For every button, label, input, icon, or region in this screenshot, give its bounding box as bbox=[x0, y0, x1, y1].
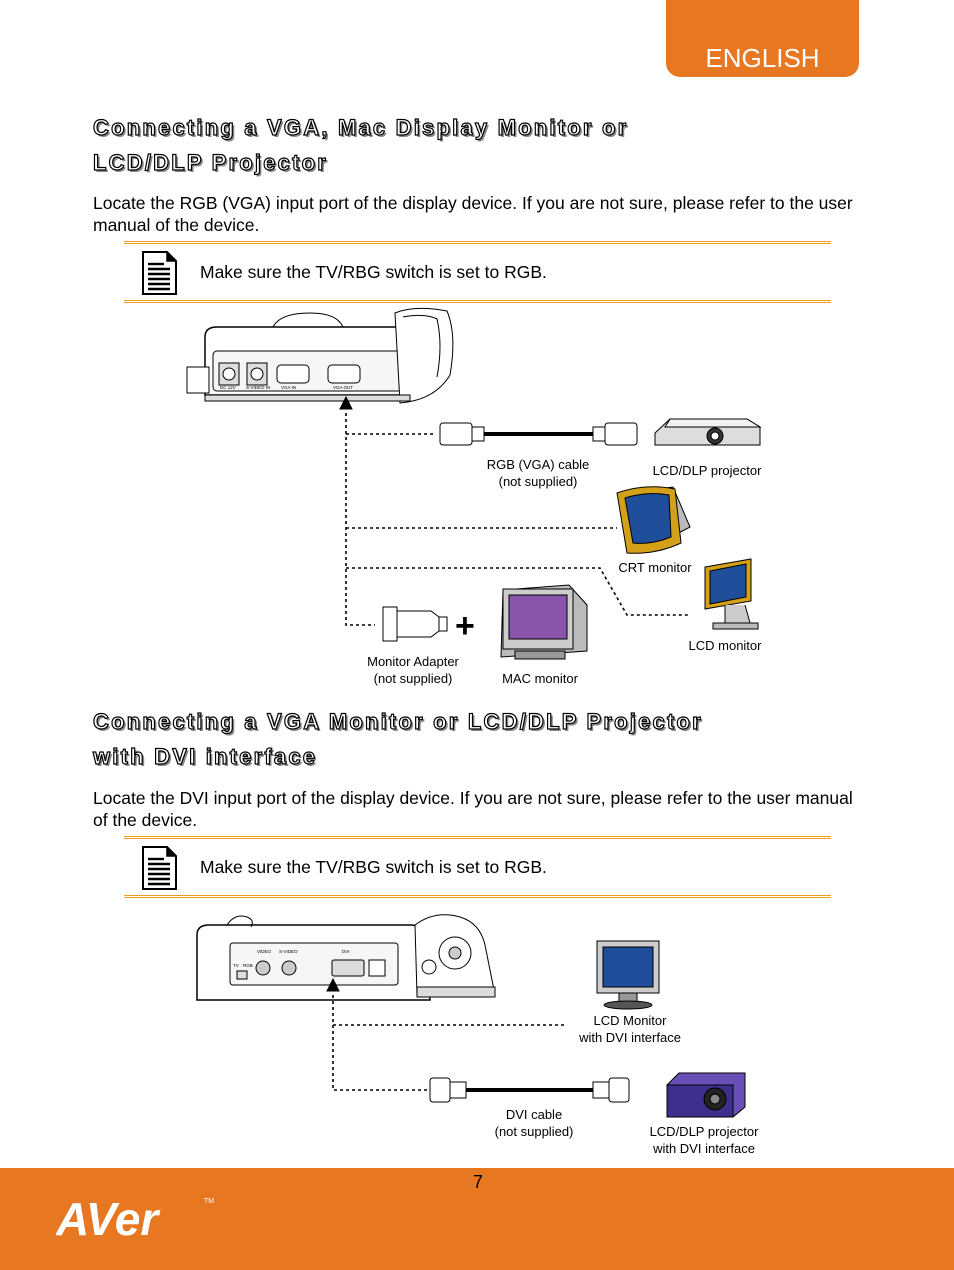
footer-bar bbox=[0, 1168, 954, 1270]
section1-body: Locate the RGB (VGA) input port of the d… bbox=[93, 193, 853, 235]
crt-monitor-icon bbox=[616, 486, 691, 554]
section1-title-line1: Connecting a VGA, Mac Display Monitor or bbox=[92, 114, 629, 140]
dvi-cable-label-line1: DVI cable bbox=[505, 1107, 563, 1122]
rgb-cable-label-line2: (not supplied) bbox=[498, 474, 578, 489]
mac-monitor-icon bbox=[500, 584, 588, 660]
rgb-cable-label-line1: RGB (VGA) cable bbox=[486, 457, 590, 472]
dvi-port-label-tv: TV bbox=[233, 963, 239, 968]
section1-note-text: Make sure the TV/RBG switch is set to RG… bbox=[200, 262, 547, 282]
language-tab-label: ENGLISH bbox=[705, 43, 820, 73]
port-label-vga-in: VGA IN bbox=[281, 385, 296, 390]
lcd-monitor-icon bbox=[704, 558, 759, 630]
dvi-projector-label-line2: with DVI interface bbox=[653, 1141, 755, 1156]
lcd-monitor-label: LCD monitor bbox=[688, 638, 762, 653]
port-label-vga-out: VGA OUT bbox=[333, 385, 353, 390]
dvi-connection-diagram: VIDEO S-VIDEO DVI TV RGB bbox=[196, 914, 746, 1118]
dvi-cable-label-line2: (not supplied) bbox=[494, 1124, 574, 1139]
plus-sign: + bbox=[455, 607, 475, 645]
section1-note: Make sure the TV/RBG switch is set to RG… bbox=[124, 241, 831, 303]
dvi-connection-lines bbox=[332, 995, 565, 1091]
adapter-label-line2: (not supplied) bbox=[373, 671, 453, 686]
dvi-projector-label-line1: LCD/DLP projector bbox=[649, 1124, 759, 1139]
adapter-label-line1: Monitor Adapter bbox=[367, 654, 459, 669]
lcd-dvi-monitor-label-line2: with DVI interface bbox=[579, 1030, 681, 1045]
dvi-port-label-svideo: S-VIDEO bbox=[279, 949, 298, 954]
section1-title: Connecting a VGA, Mac Display Monitor or… bbox=[92, 110, 873, 180]
language-tab: ENGLISH bbox=[666, 0, 859, 77]
dvi-port-label-video: VIDEO bbox=[257, 949, 272, 954]
lcd-dvi-monitor-icon bbox=[596, 940, 660, 1010]
projector-label: LCD/DLP projector bbox=[652, 463, 762, 478]
dvi-cable-icon bbox=[429, 1077, 630, 1103]
section2-title-line1: Connecting a VGA Monitor or LCD/DLP Proj… bbox=[92, 708, 703, 734]
visualizer-back-panel bbox=[186, 307, 454, 410]
crt-monitor-label: CRT monitor bbox=[618, 560, 692, 575]
monitor-adapter-label: Monitor Adapter (not supplied) bbox=[353, 653, 473, 687]
dvi-port-label-rgb: RGB bbox=[243, 963, 253, 968]
note-document-icon bbox=[142, 251, 177, 295]
mac-monitor-label: MAC monitor bbox=[502, 671, 578, 686]
dvi-cable-label: DVI cable (not supplied) bbox=[474, 1106, 594, 1140]
section2-note-text: Make sure the TV/RBG switch is set to RG… bbox=[200, 857, 547, 877]
note-document-icon bbox=[142, 846, 177, 890]
section2-note: Make sure the TV/RBG switch is set to RG… bbox=[124, 836, 831, 898]
lcd-dlp-projector-icon bbox=[654, 418, 762, 446]
visualizer-side-panel bbox=[196, 914, 496, 1001]
trademark-mark: TM bbox=[204, 1198, 214, 1205]
dvi-port-label-dvi: DVI bbox=[342, 949, 350, 954]
port-label-dc: DC 12V bbox=[220, 385, 236, 390]
lcd-dvi-monitor-label-line1: LCD Monitor bbox=[593, 1013, 667, 1028]
dvi-projector-label: LCD/DLP projector with DVI interface bbox=[634, 1123, 774, 1157]
section2-title: Connecting a VGA Monitor or LCD/DLP Proj… bbox=[92, 704, 873, 774]
rgb-cable-label: RGB (VGA) cable (not supplied) bbox=[478, 456, 598, 490]
section1-title-line2: LCD/DLP Projector bbox=[92, 149, 329, 175]
lcd-dvi-monitor-label: LCD Monitor with DVI interface bbox=[560, 1012, 700, 1046]
dvi-projector-icon bbox=[666, 1072, 746, 1118]
aver-logo-text: AVer bbox=[56, 1193, 160, 1245]
aver-logo: AVer TM bbox=[56, 1193, 214, 1245]
section2-body: Locate the DVI input port of the display… bbox=[93, 788, 853, 830]
vga-connection-diagram: DC 12V S-VIDEO IN VGA IN VGA OUT bbox=[186, 307, 762, 660]
port-label-svideo: S-VIDEO IN bbox=[246, 385, 270, 390]
monitor-adapter-icon bbox=[382, 606, 448, 642]
page-number: 7 bbox=[472, 1172, 483, 1192]
section2-title-line2: with DVI interface bbox=[92, 743, 318, 769]
rgb-cable-icon bbox=[439, 422, 638, 446]
connection-lines bbox=[345, 413, 690, 626]
